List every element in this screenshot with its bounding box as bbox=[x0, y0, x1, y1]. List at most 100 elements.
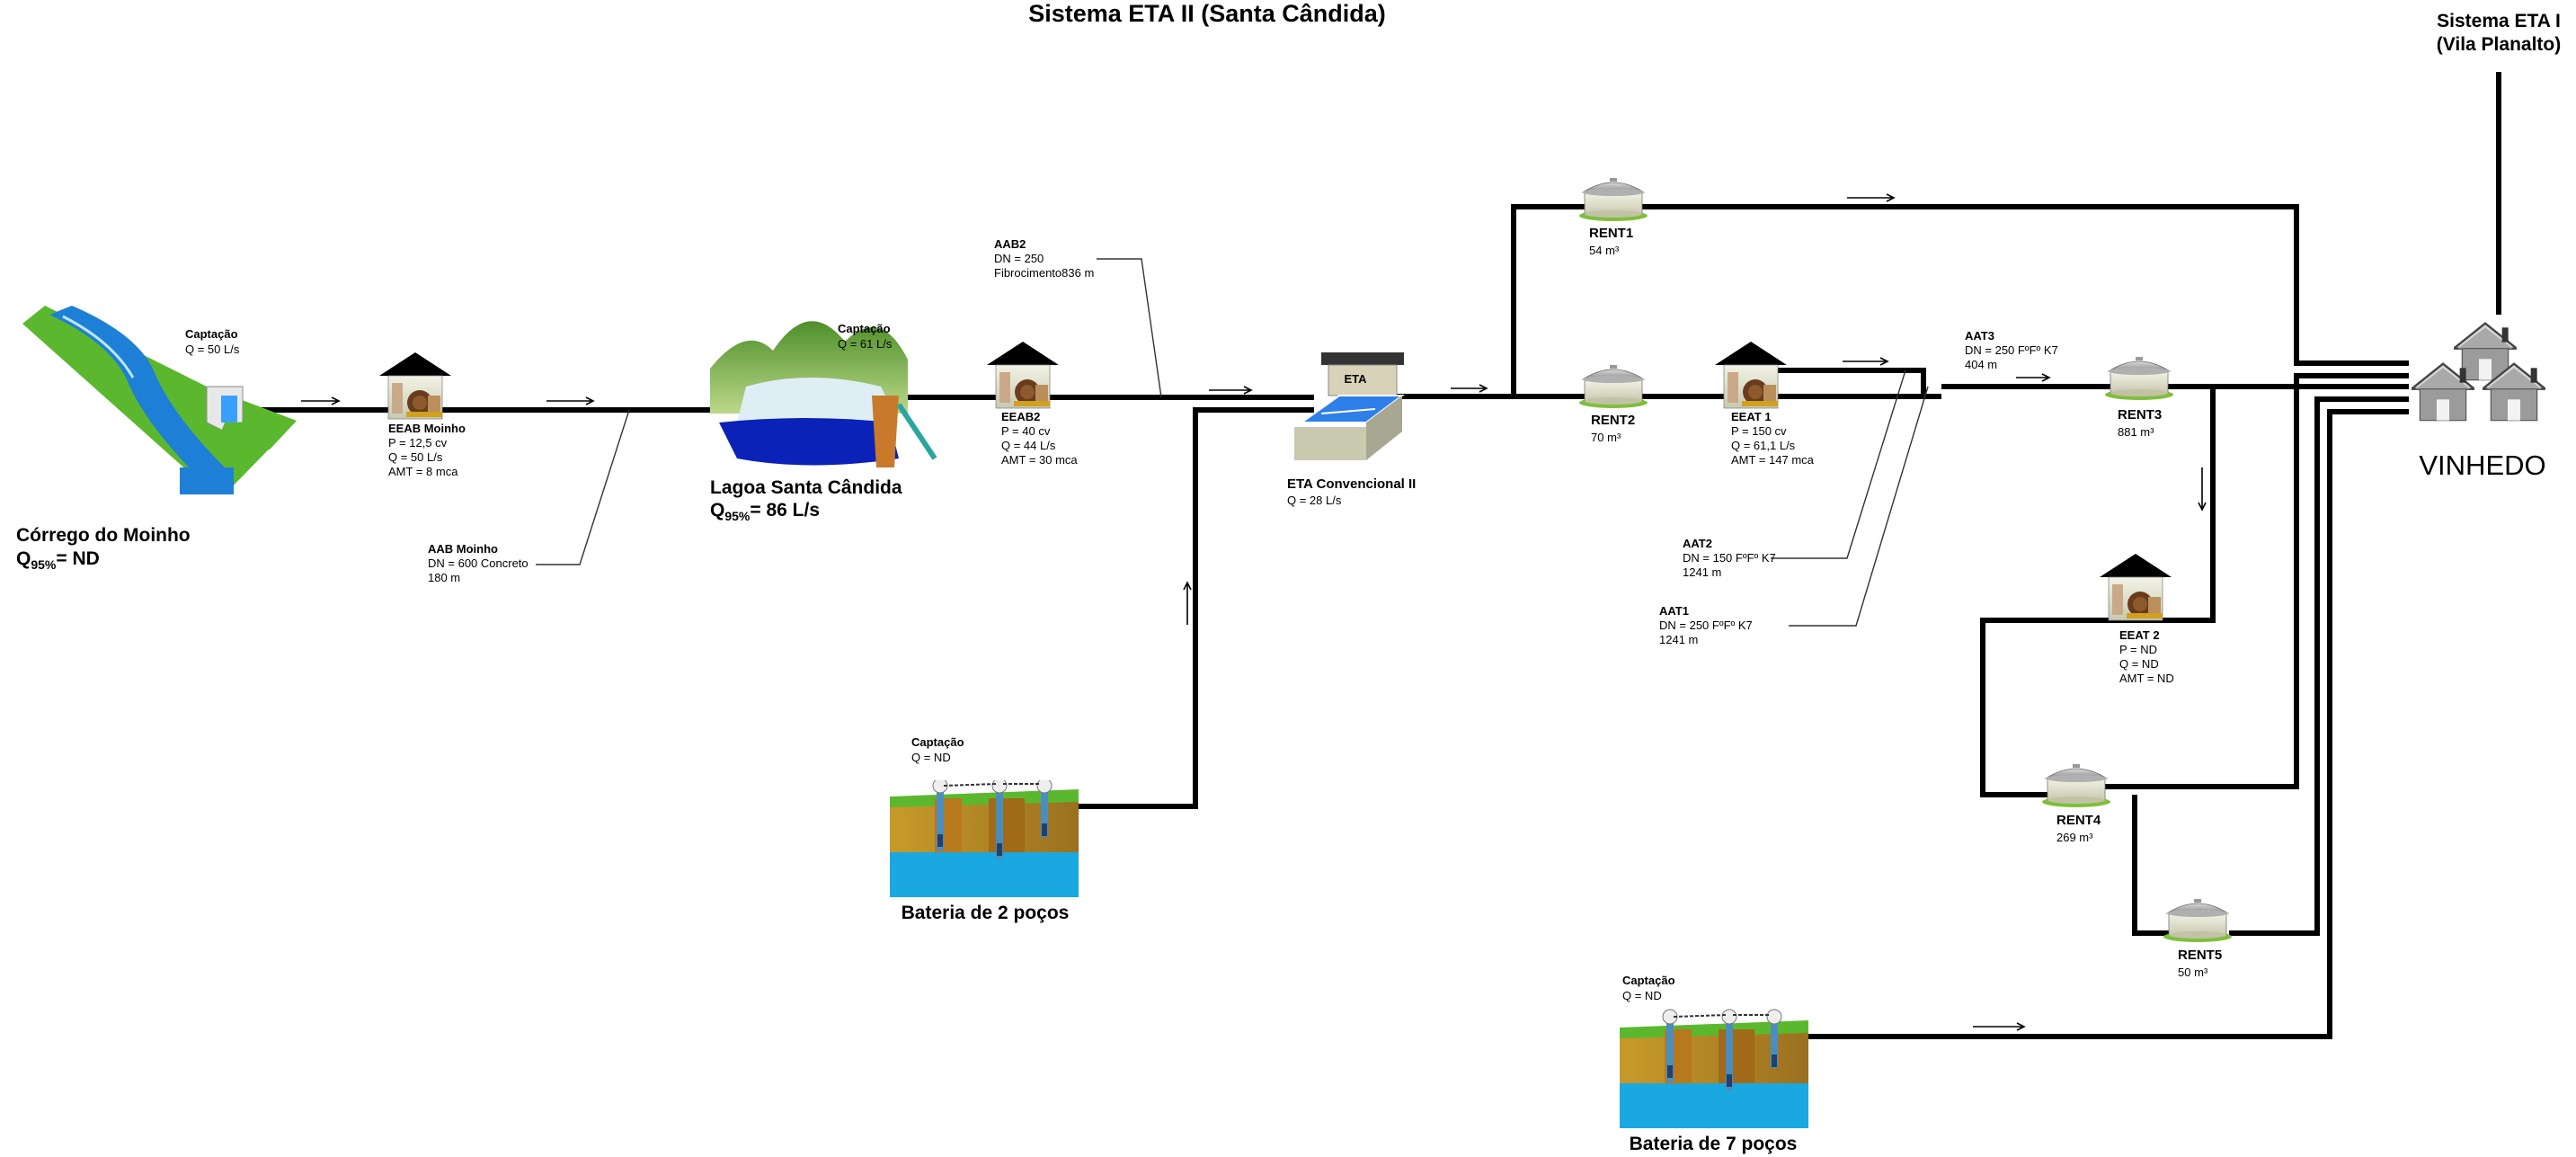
eeat2-flow: Q = ND bbox=[2119, 657, 2159, 671]
eta-name: ETA Convencional II bbox=[1287, 476, 1416, 492]
captacao4-label: Captação bbox=[1622, 974, 1675, 987]
rent2-volume: 70 m³ bbox=[1591, 431, 1621, 444]
aat3-name: AAT3 bbox=[1965, 329, 1994, 343]
aat1-diameter: DN = 250 FºFº K7 bbox=[1659, 619, 1753, 632]
pipe-rent4-to-city bbox=[2103, 373, 2409, 789]
lagoa-name: Lagoa Santa Cândida bbox=[710, 477, 902, 498]
city-houses-icon bbox=[2412, 322, 2545, 422]
pump-house-icon bbox=[1715, 341, 1787, 409]
page-title: Sistema ETA II (Santa Cândida) bbox=[1028, 0, 1386, 27]
bateria2-name: Bateria de 2 poços bbox=[902, 903, 1070, 923]
pipe-to-rent1 bbox=[1511, 204, 2409, 396]
rent4-name: RENT4 bbox=[2056, 813, 2101, 828]
aab-moinho-length: 180 m bbox=[428, 571, 460, 584]
pipe-bateria2-to-eta bbox=[1068, 407, 1314, 809]
flow-arrow-icon bbox=[301, 396, 341, 405]
leader-lines bbox=[536, 258, 1929, 627]
flow-arrows bbox=[301, 193, 2207, 1031]
lagoa-flow: Q95%= 86 L/s bbox=[710, 500, 820, 523]
rent1-volume: 54 m³ bbox=[1589, 244, 1620, 257]
eeab-moinho-flow: Q = 50 L/s bbox=[388, 450, 443, 464]
eeat1-name: EEAT 1 bbox=[1731, 410, 1772, 423]
pump-house-icon bbox=[379, 352, 451, 420]
aab2-diameter: DN = 250 bbox=[994, 252, 1044, 265]
well-field-icon bbox=[1620, 1008, 1808, 1130]
rent3-name: RENT3 bbox=[2118, 407, 2162, 423]
reservoir-icon bbox=[1578, 364, 1648, 408]
aat2-diameter: DN = 150 FºFº K7 bbox=[1683, 551, 1776, 565]
flow-arrow-icon bbox=[1843, 357, 1889, 366]
city-name: VINHEDO bbox=[2419, 449, 2545, 481]
eta1-system-location: (Vila Planalto) bbox=[2437, 34, 2561, 55]
eeab2-name: EEAB2 bbox=[1001, 410, 1040, 423]
leader-aab2 bbox=[1097, 258, 1162, 398]
captacao1-label: Captação bbox=[185, 327, 238, 341]
leader-aab-moinho bbox=[536, 409, 630, 565]
reservoir-icon bbox=[2163, 898, 2233, 942]
leader-aat2 bbox=[1771, 369, 1906, 559]
flow-arrow-icon bbox=[1183, 581, 1192, 625]
aab2-material-length: Fibrocimento836 m bbox=[994, 266, 1094, 280]
rent4-volume: 269 m³ bbox=[2056, 831, 2093, 844]
aat3-length: 404 m bbox=[1965, 358, 1997, 371]
eta-flow: Q = 28 L/s bbox=[1287, 494, 1342, 507]
flow-arrow-icon bbox=[2198, 467, 2207, 512]
eeat1-head: AMT = 147 mca bbox=[1731, 453, 1815, 467]
eta1-system-name: Sistema ETA I bbox=[2437, 11, 2561, 31]
eeat1-flow: Q = 61,1 L/s bbox=[1731, 439, 1796, 452]
eeab-moinho-name: EEAB Moinho bbox=[388, 422, 466, 435]
pipes bbox=[235, 72, 2501, 1039]
eeat2-power: P = ND bbox=[2119, 643, 2157, 656]
reservoir-icon bbox=[2104, 356, 2174, 400]
eeab2-power: P = 40 cv bbox=[1001, 424, 1051, 438]
aab-moinho-name: AAB Moinho bbox=[428, 542, 498, 556]
captacao2-label: Captação bbox=[838, 322, 891, 335]
captacao3-label: Captação bbox=[911, 735, 964, 749]
pipe-bateria7-to-city bbox=[1805, 409, 2409, 1039]
eta-sign: ETA bbox=[1344, 372, 1367, 386]
aat1-name: AAT1 bbox=[1659, 604, 1689, 618]
aat2-name: AAT2 bbox=[1683, 537, 1712, 550]
aat2-length: 1241 m bbox=[1683, 565, 1721, 579]
flow-arrow-icon bbox=[1847, 193, 1896, 202]
well-field-icon bbox=[890, 780, 1079, 897]
rent1-name: RENT1 bbox=[1589, 226, 1633, 241]
eeat2-name: EEAT 2 bbox=[2119, 628, 2160, 642]
pipe-rent5-to-city bbox=[2229, 396, 2409, 936]
eeab2-head: AMT = 30 mca bbox=[1001, 453, 1078, 467]
rent2-name: RENT2 bbox=[1591, 413, 1635, 428]
aab-moinho-diameter: DN = 600 Concreto bbox=[428, 556, 529, 570]
bateria7-name: Bateria de 7 poços bbox=[1630, 1134, 1798, 1154]
lagoon-icon bbox=[710, 321, 937, 467]
captacao2-value: Q = 61 L/s bbox=[838, 337, 893, 351]
captacao3-value: Q = ND bbox=[911, 751, 951, 764]
aat3-diameter: DN = 250 FºFº K7 bbox=[1965, 343, 2058, 357]
reservoir-icon bbox=[1578, 177, 1648, 221]
eeat2-head: AMT = ND bbox=[2119, 672, 2174, 685]
pump-house-icon bbox=[987, 341, 1059, 409]
rent3-volume: 881 m³ bbox=[2118, 425, 2154, 439]
corrego-name: Córrego do Moinho bbox=[16, 525, 191, 546]
pump-house-icon bbox=[2100, 553, 2172, 621]
captacao1-value: Q = 50 L/s bbox=[185, 343, 240, 356]
aab2-name: AAB2 bbox=[994, 237, 1026, 251]
corrego-flow: Q95%= ND bbox=[16, 548, 100, 572]
flow-arrow-icon bbox=[1451, 384, 1488, 393]
leader-aat1 bbox=[1789, 386, 1929, 627]
aat1-length: 1241 m bbox=[1659, 633, 1698, 646]
pipe-rent3-to-eeat2 bbox=[1980, 384, 2216, 797]
flow-arrow-icon bbox=[1209, 386, 1253, 395]
flow-arrow-icon bbox=[1973, 1022, 2026, 1031]
eeab2-flow: Q = 44 L/s bbox=[1001, 439, 1056, 452]
eeab-moinho-power: P = 12,5 cv bbox=[388, 436, 448, 449]
rent5-volume: 50 m³ bbox=[2178, 966, 2208, 979]
flow-arrow-icon bbox=[2016, 373, 2051, 382]
river-icon bbox=[22, 306, 297, 494]
eeat1-power: P = 150 cv bbox=[1731, 424, 1787, 438]
reservoir-icon bbox=[2041, 763, 2111, 807]
rent5-name: RENT5 bbox=[2178, 948, 2222, 963]
flow-arrow-icon bbox=[546, 396, 595, 405]
pipe-eeat1-loop bbox=[1775, 368, 1926, 396]
captacao4-value: Q = ND bbox=[1622, 989, 1662, 1002]
